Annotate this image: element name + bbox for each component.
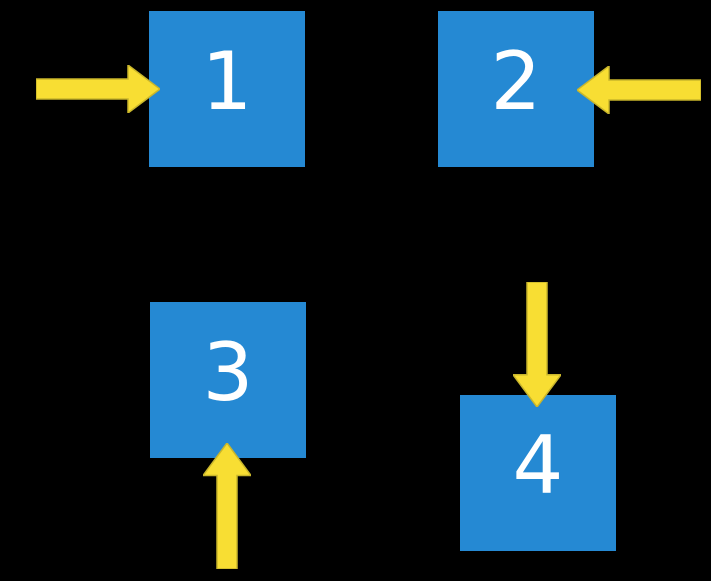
arrow-left-icon bbox=[577, 66, 701, 114]
arrow-up-icon bbox=[203, 443, 251, 569]
arrow-down-icon bbox=[513, 282, 561, 407]
box-1-label: 1 bbox=[201, 35, 253, 128]
box-2-label: 2 bbox=[490, 35, 542, 128]
arrow-right-icon bbox=[36, 65, 160, 113]
box-3-label: 3 bbox=[202, 326, 254, 419]
box-4: 4 bbox=[460, 395, 616, 551]
box-2: 2 bbox=[438, 11, 594, 167]
box-1: 1 bbox=[149, 11, 305, 167]
box-3: 3 bbox=[150, 302, 306, 458]
box-4-label: 4 bbox=[512, 419, 564, 512]
